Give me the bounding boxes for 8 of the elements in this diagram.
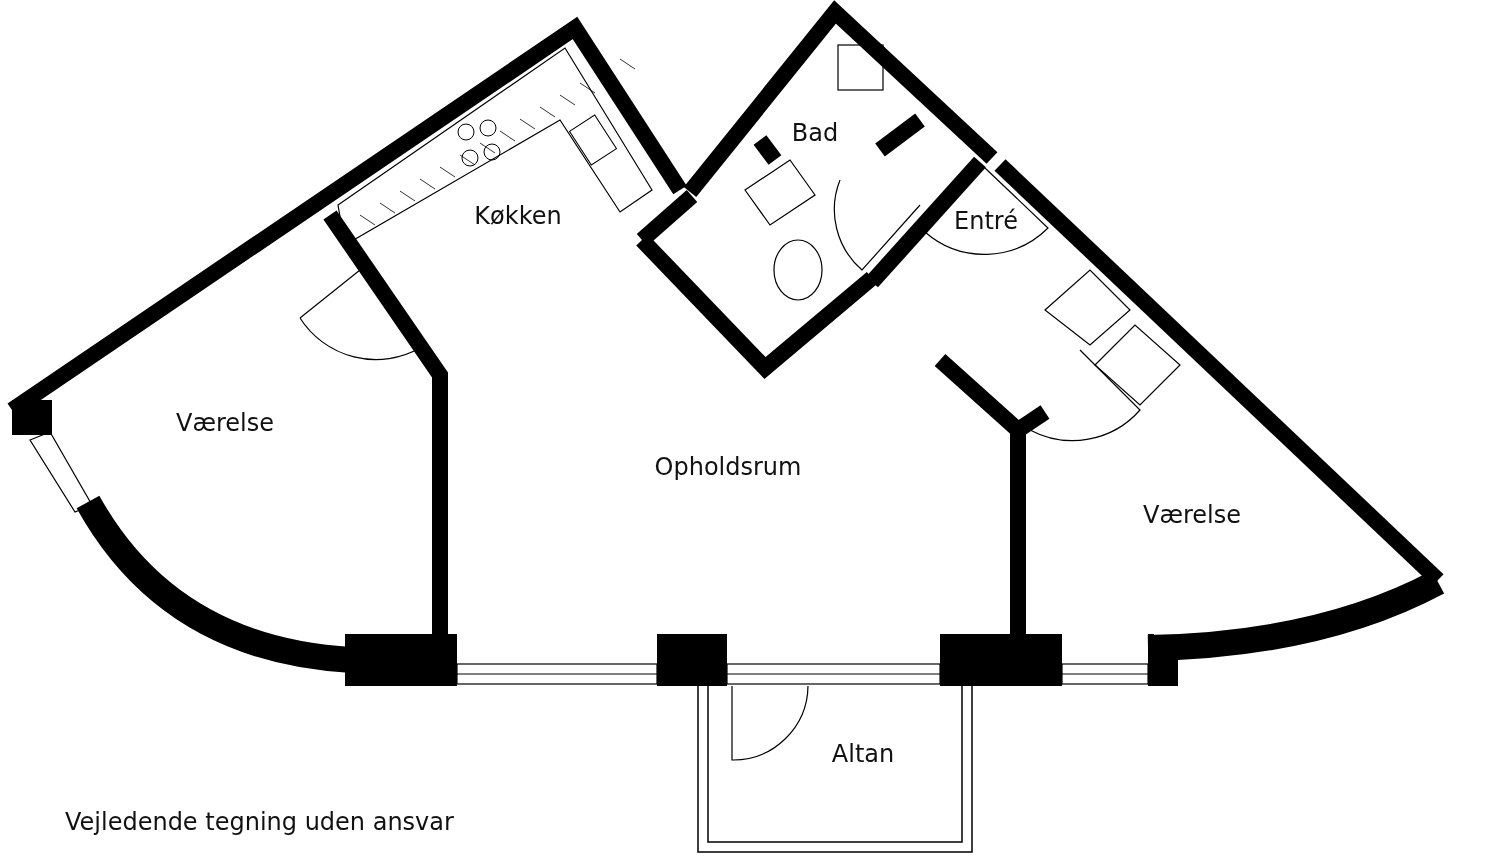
room-label: Værelse (1143, 501, 1241, 529)
room-label: Entré (954, 207, 1018, 235)
room-label: Værelse (176, 409, 274, 437)
room-label: Opholdsrum (654, 453, 802, 481)
disclaimer-caption: Vejledende tegning uden ansvar (65, 808, 454, 836)
room-label: Bad (791, 119, 839, 147)
room-label: Altan (831, 740, 895, 768)
room-label: Køkken (474, 202, 562, 230)
